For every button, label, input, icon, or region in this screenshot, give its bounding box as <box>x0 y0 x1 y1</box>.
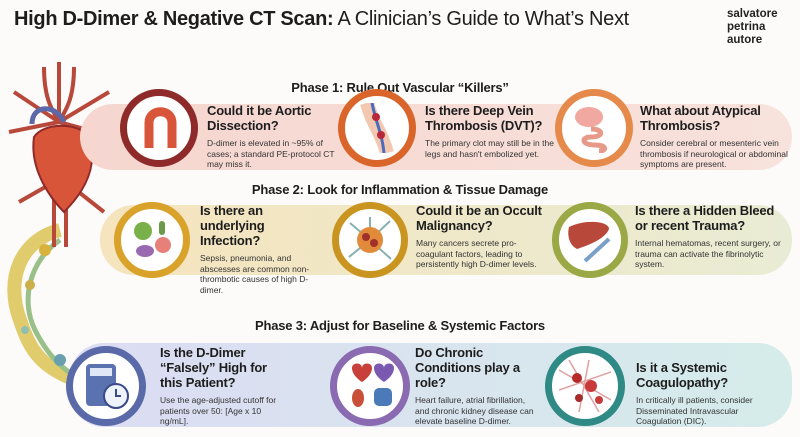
item-description: In critically ill patients, consider Dis… <box>636 395 753 426</box>
item-question: Could it be Aortic Dissection? <box>207 103 312 133</box>
item-question: Could it be an Occult Malignancy? <box>416 203 542 233</box>
heart-vessels-illustration <box>8 62 115 247</box>
item-description: Sepsis, pneumonia, and abscesses are com… <box>200 253 310 295</box>
item-question: Is there a Hidden Bleed or recent Trauma… <box>635 203 775 233</box>
phase-3-item-3: Is it a Systemic Coagulopathy? In critica… <box>636 360 786 427</box>
calculator-clock-icon <box>66 346 146 426</box>
bacteria-icon <box>114 202 190 278</box>
phase-3-heading: Phase 3: Adjust for Baseline & Systemic … <box>255 318 545 333</box>
title-regular: A Clinician’s Guide to What’s Next <box>333 8 630 30</box>
item-description: Use the age-adjusted cutoff for patients… <box>160 395 277 426</box>
item-question: Is there Deep Vein Thrombosis (DVT)? <box>425 103 543 133</box>
author-line: salvatore <box>727 8 778 20</box>
title-bold: High D-Dimer & Negative CT Scan: <box>14 8 334 30</box>
item-description: Internal hematomas, recent surgery, or t… <box>635 238 781 269</box>
author: salvatore petrina autore <box>727 8 778 47</box>
item-description: The primary clot may still be in the leg… <box>425 138 554 159</box>
item-description: Heart failure, atrial fibrillation, and … <box>415 395 534 426</box>
clot-network-icon <box>545 346 625 426</box>
author-line: petrina <box>727 21 766 33</box>
author-line: autore <box>727 34 763 46</box>
organs-icon <box>330 346 410 426</box>
item-question: Is it a Systemic Coagulopathy? <box>636 360 729 390</box>
phase-2-band <box>100 205 792 275</box>
phase-2-item-2: Could it be an Occult Malignancy? Many ca… <box>416 203 544 270</box>
brain-intestine-icon <box>555 89 633 167</box>
phase-2-heading: Phase 2: Look for Inflammation & Tissue … <box>251 182 549 197</box>
item-question: Is there an underlying Infection? <box>200 203 265 248</box>
item-question: Do Chronic Conditions play a role? <box>415 345 520 390</box>
leg-vein-clot-icon <box>338 89 416 167</box>
phase-2-item-3: Is there a Hidden Bleed or recent Trauma… <box>635 203 785 270</box>
phase-1-item-3: What about Atypical Thrombosis? Consider … <box>640 103 790 170</box>
liver-scalpel-icon <box>552 202 628 278</box>
phase-1-item-1: Could it be Aortic Dissection? D-dimer is… <box>207 103 347 170</box>
item-description: D-dimer is elevated in ~95% of cases; a … <box>207 138 335 169</box>
phase-3-item-1: Is the D-Dimer “Falsely” High for this P… <box>160 345 290 427</box>
aorta-icon <box>120 89 198 167</box>
phase-2-item-1: Is there an underlying Infection? Sepsis,… <box>200 203 325 295</box>
cancer-cell-icon <box>332 202 408 278</box>
phase-3-band <box>70 343 792 427</box>
item-question: What about Atypical Thrombosis? <box>640 103 761 133</box>
phase-1-band <box>80 104 792 170</box>
item-description: Consider cerebral or mesenteric vein thr… <box>640 138 788 169</box>
item-description: Many cancers secrete pro-coagulant facto… <box>416 238 537 269</box>
item-question: Is the D-Dimer “Falsely” High for this P… <box>160 345 267 390</box>
phase-1-item-2: Is there Deep Vein Thrombosis (DVT)? The … <box>425 103 555 159</box>
phase-3-item-2: Do Chronic Conditions play a role? Heart … <box>415 345 540 427</box>
phase-1-heading: Phase 1: Rule Out Vascular “Killers” <box>291 80 509 95</box>
page-title: High D-Dimer & Negative CT Scan: A Clini… <box>14 8 629 31</box>
